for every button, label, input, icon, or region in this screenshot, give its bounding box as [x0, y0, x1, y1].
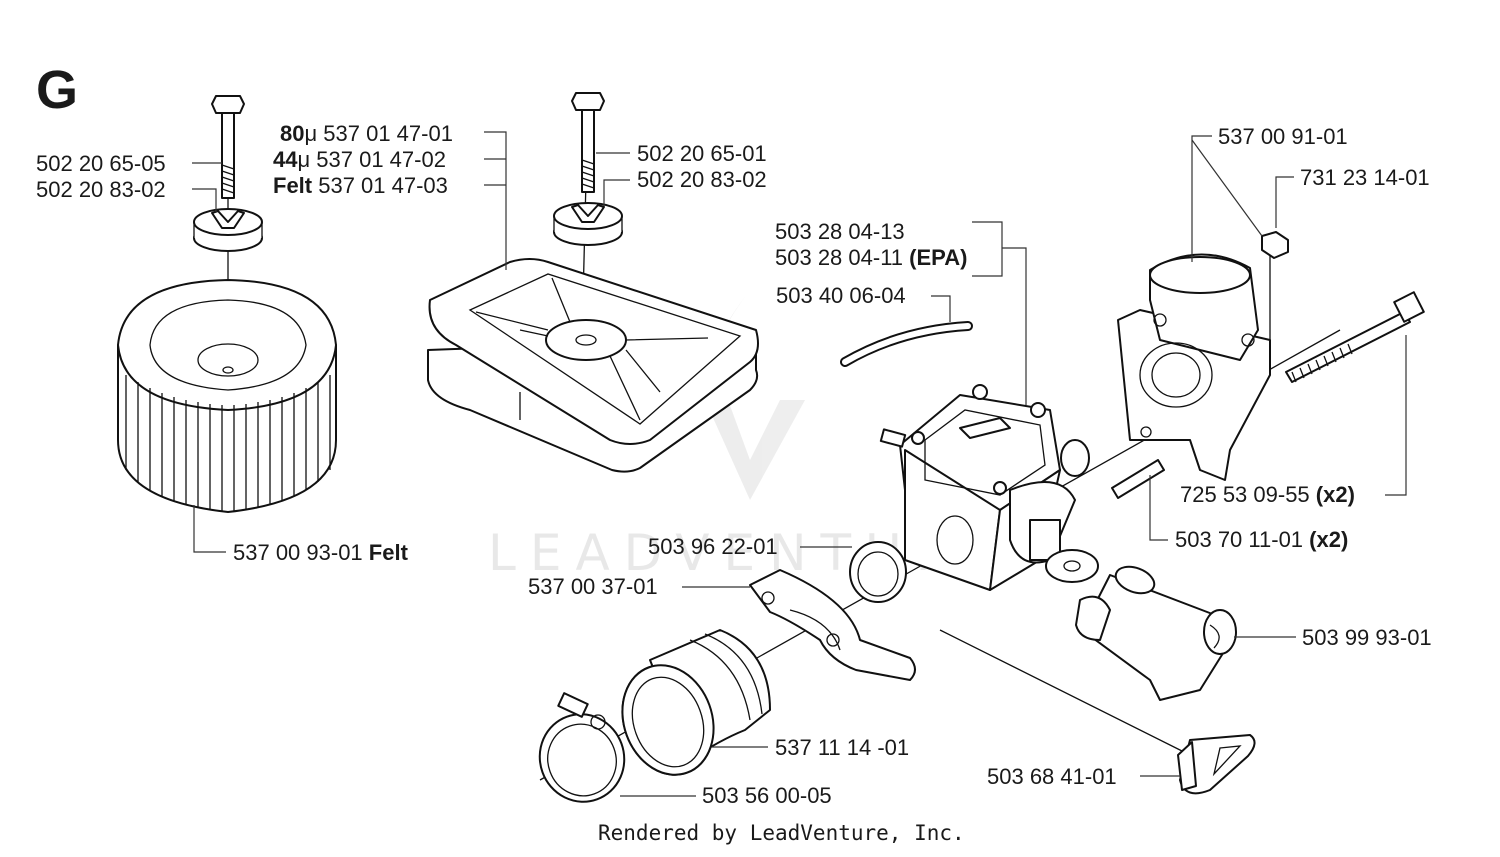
section-letter: G [36, 60, 78, 120]
label-filter-44: 44μ 537 01 47-02 [273, 147, 446, 172]
hose-clamp [538, 692, 626, 803]
throttle-part [1075, 565, 1237, 701]
label-throttle: 503 99 93-01 [1302, 625, 1432, 650]
label-bolt-mid: 502 20 65-01 [637, 141, 767, 166]
label-clamp-bracket: 537 00 37-01 [528, 574, 658, 599]
label-hose: 503 40 06-04 [776, 283, 906, 308]
middle-nut [553, 202, 623, 246]
label-carb-b: 503 28 04-11 (EPA) [775, 245, 967, 270]
hex-nut [1261, 231, 1289, 259]
carburetor-body [879, 384, 1099, 591]
label-ring: 503 96 22-01 [648, 534, 778, 559]
label-filter-80: 80μ 537 01 47-01 [280, 121, 453, 146]
label-nut-left: 502 20 83-02 [36, 177, 166, 202]
label-nut-mid: 502 20 83-02 [637, 167, 767, 192]
label-boot: 537 11 14 -01 [775, 735, 909, 760]
label-grommet: 503 68 41-01 [987, 764, 1117, 789]
sleeve [1111, 459, 1165, 499]
left-filter-group [117, 95, 337, 513]
grommet [1177, 734, 1256, 795]
middle-filter-cover [427, 258, 759, 473]
middle-filter-group [427, 92, 759, 473]
clamp-bracket [749, 569, 916, 681]
label-nut-hex: 731 23 14-01 [1300, 165, 1430, 190]
label-sleeve: 503 70 11-01 (x2) [1175, 527, 1348, 552]
carburetor-group [538, 231, 1425, 803]
label-bolt-left: 502 20 65-05 [36, 151, 166, 176]
footer-credit: Rendered by LeadVenture, Inc. [598, 821, 965, 845]
label-carb-a: 503 28 04-13 [775, 219, 905, 244]
left-bolt [211, 95, 245, 199]
intake-adapter [1117, 253, 1271, 481]
middle-bolt [571, 92, 605, 193]
intake-boot [621, 629, 771, 776]
label-screw: 725 53 09-55 (x2) [1180, 482, 1355, 507]
label-boot-clamp: 503 56 00-05 [702, 783, 832, 808]
ring [849, 541, 907, 603]
label-adapter: 537 00 91-01 [1218, 124, 1348, 149]
left-pleated-filter [117, 279, 337, 513]
label-filter-left: 537 00 93-01 Felt [233, 540, 409, 565]
long-screw [1285, 291, 1425, 383]
label-filter-felt: Felt 537 01 47-03 [273, 173, 448, 198]
left-nut [193, 208, 263, 252]
